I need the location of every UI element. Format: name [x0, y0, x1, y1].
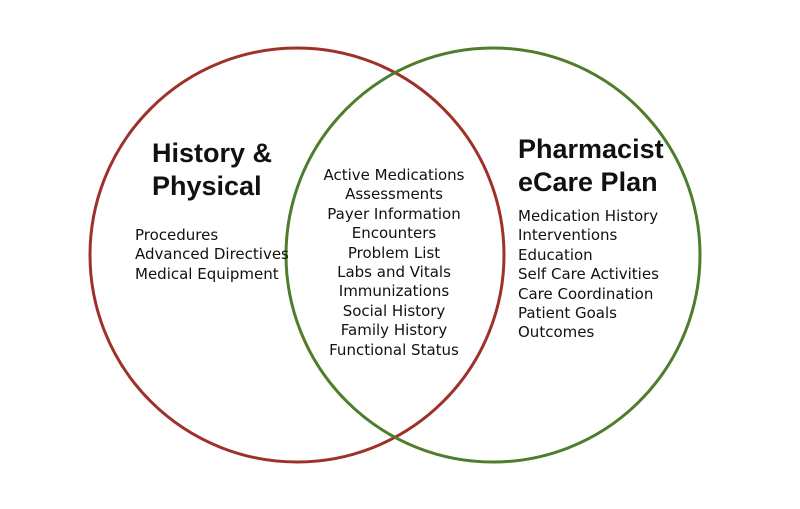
left-circle-items: Procedures Advanced Directives Medical E…	[135, 226, 289, 284]
list-item: Payer Information	[327, 204, 461, 223]
list-item: Medical Equipment	[135, 264, 279, 283]
list-item: Immunizations	[338, 282, 450, 301]
list-item: Education	[518, 245, 593, 264]
list-item: Self Care Activities	[518, 265, 659, 284]
list-item: Social History	[342, 301, 446, 320]
list-item: Assessments	[345, 185, 443, 204]
right-title-line-1: Pharmacist	[518, 134, 664, 164]
list-item: Procedures	[135, 226, 219, 244]
list-item: Active Medications	[323, 166, 465, 184]
list-item: Medication History	[518, 207, 659, 225]
right-circle-items: Medication History Interventions Educati…	[518, 207, 659, 343]
list-item: Problem List	[347, 243, 441, 262]
left-circle-title: History & Physical	[152, 137, 272, 203]
left-title-line-1: History &	[152, 138, 273, 168]
list-item: Interventions	[518, 226, 618, 245]
list-item: Encounters	[351, 224, 437, 243]
history-physical-circle	[88, 46, 506, 464]
list-item: Labs and Vitals	[337, 263, 451, 282]
list-item: Functional Status	[329, 340, 459, 359]
overlap-items: Active Medications Assessments Payer Inf…	[294, 166, 494, 360]
right-circle-title: Pharmacist eCare Plan	[518, 133, 664, 199]
list-item: Outcomes	[518, 323, 595, 342]
left-title-line-2: Physical	[152, 171, 262, 201]
list-item: Patient Goals	[518, 304, 617, 323]
list-item: Care Coordination	[518, 284, 654, 303]
right-title-line-2: eCare Plan	[518, 167, 658, 197]
list-item: Family History	[340, 321, 448, 340]
list-item: Advanced Directives	[135, 245, 289, 264]
pharmacist-ecare-plan-circle	[284, 46, 702, 464]
